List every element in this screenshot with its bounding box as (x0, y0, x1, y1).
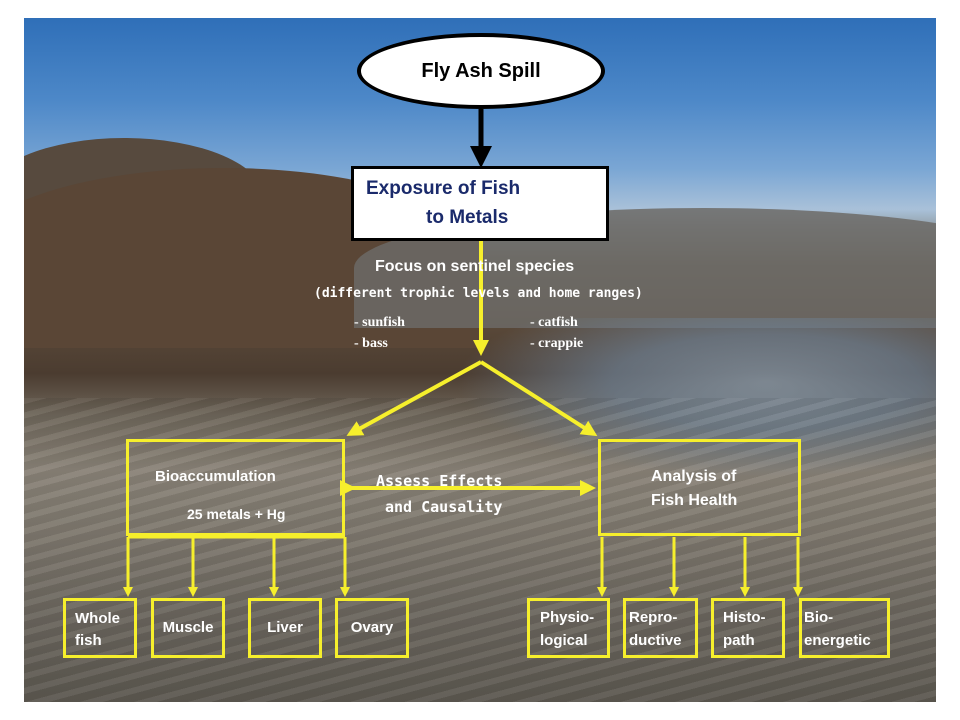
species-bass: - bass (354, 336, 388, 351)
endpoint-bioenergetic-line2: energetic (804, 632, 871, 649)
endpoint-bioenergetic: Bio- energetic (799, 598, 890, 658)
species-sunfish: - sunfish (354, 315, 405, 330)
exposure-line2: to Metals (426, 207, 509, 228)
endpoint-histopath-line2: path (723, 632, 755, 649)
bioaccumulation-node: Bioaccumulation 25 metals + Hg (126, 439, 345, 536)
arrow-to-bioaccumulation (346, 360, 482, 436)
tissue-muscle: Muscle (151, 598, 225, 658)
tissue-liver: Liver (248, 598, 322, 658)
endpoint-reproductive-line2: ductive (629, 632, 682, 649)
focus-title: Focus on sentinel species (375, 258, 575, 275)
tissue-whole-fish: Whole fish (63, 598, 137, 658)
tissue-ovary-label: Ovary (350, 619, 394, 636)
species-crappie: - crappie (530, 336, 584, 351)
tissue-ovary: Ovary (335, 598, 409, 658)
bioaccumulation-title: Bioaccumulation (155, 468, 276, 485)
endpoint-histopath-line1: Histo- (723, 609, 766, 626)
exposure-node: Exposure of Fish to Metals (351, 166, 609, 241)
fish-health-line2: Fish Health (651, 492, 738, 509)
fish-health-node: Analysis of Fish Health (598, 439, 801, 536)
endpoint-physiological-line1: Physio- (540, 609, 595, 626)
fish-health-line1: Analysis of (651, 468, 737, 485)
endpoint-reproductive-line1: Repro- (629, 609, 678, 626)
arrow-to-health (479, 360, 598, 437)
focus-subtitle: (different trophic levels and home range… (314, 286, 643, 301)
species-catfish: - catfish (530, 315, 578, 330)
fly-ash-spill-node: Fly Ash Spill (357, 33, 605, 109)
tissue-liver-label: Liver (267, 619, 303, 636)
endpoint-physiological: Physio- logical (527, 598, 610, 658)
endpoint-bioenergetic-line1: Bio- (804, 609, 834, 626)
endpoint-physiological-line2: logical (540, 632, 588, 649)
tissue-muscle-label: Muscle (162, 619, 214, 636)
fly-ash-spill-label: Fly Ash Spill (421, 59, 541, 82)
assess-line1: Assess Effects (376, 472, 503, 490)
endpoint-reproductive: Repro- ductive (623, 598, 698, 658)
assess-line2: and Causality (385, 498, 503, 516)
bioaccumulation-detail: 25 metals + Hg (187, 506, 286, 522)
exposure-line1: Exposure of Fish (366, 178, 521, 199)
tissue-whole-fish-line2: fish (75, 632, 102, 649)
endpoint-histopath: Histo- path (711, 598, 785, 658)
tissue-whole-fish-line1: Whole (75, 610, 120, 627)
